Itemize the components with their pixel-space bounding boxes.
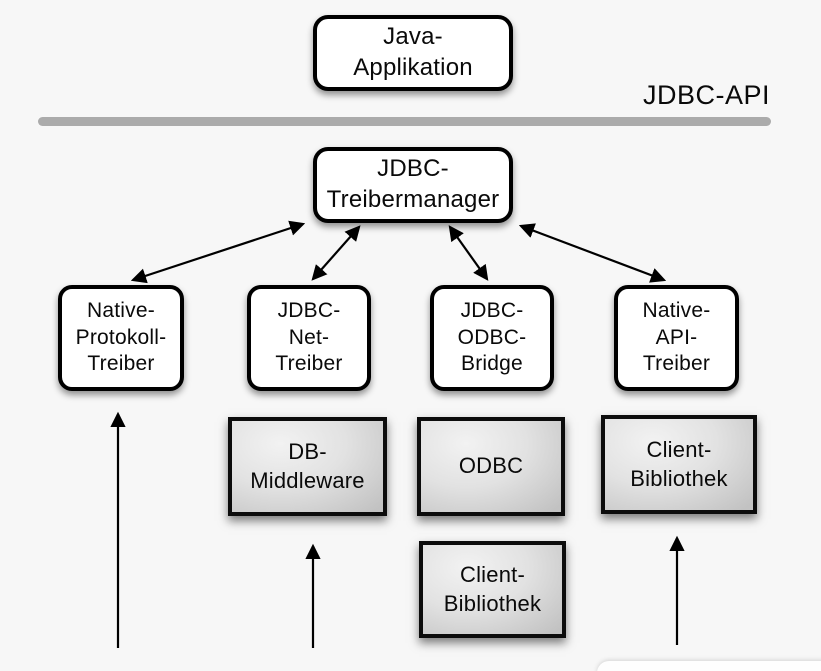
node-java-applikation: Java- Applikation (313, 15, 513, 91)
node-odbc: ODBC (417, 417, 565, 516)
node-jdbc-net-treiber: JDBC- Net- Treiber (247, 285, 371, 391)
node-jdbc-treibermanager: JDBC- Treibermanager (313, 147, 513, 223)
arrow-manager-native-api (518, 223, 667, 283)
arrow-manager-jdbc-net (311, 225, 361, 281)
jdbc-api-label: JDBC-API (642, 80, 770, 110)
node-native-protokoll-treiber: Native- Protokoll- Treiber (58, 285, 184, 391)
jdbc-api-separator-bar (38, 117, 771, 126)
node-client-bibliothek-unten: Client- Bibliothek (419, 541, 566, 638)
node-native-api-treiber: Native- API- Treiber (614, 285, 739, 391)
arrow-manager-native-protokoll (130, 220, 306, 284)
cutoff-box-bottom-right (597, 661, 821, 671)
node-db-middleware: DB- Middleware (228, 417, 387, 516)
node-client-bibliothek-rechts: Client- Bibliothek (601, 415, 757, 514)
node-jdbc-odbc-bridge: JDBC- ODBC- Bridge (430, 285, 554, 391)
arrow-manager-jdbc-odbc (448, 225, 489, 281)
